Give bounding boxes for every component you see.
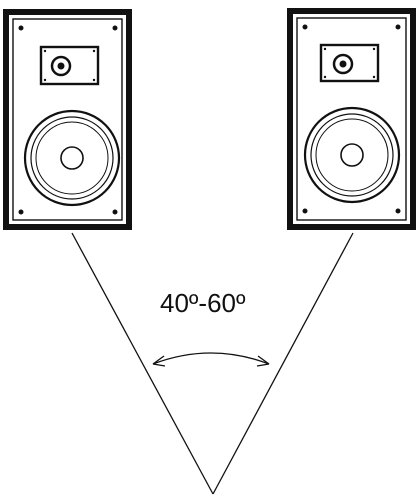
left-speaker-icon bbox=[3, 9, 132, 230]
angle-range-label: 40º-60º bbox=[160, 288, 246, 318]
right-speaker-icon bbox=[287, 8, 416, 230]
right-listening-line bbox=[212, 232, 354, 495]
left-listening-line bbox=[71, 232, 214, 495]
angle-arrow-icon bbox=[152, 352, 270, 367]
